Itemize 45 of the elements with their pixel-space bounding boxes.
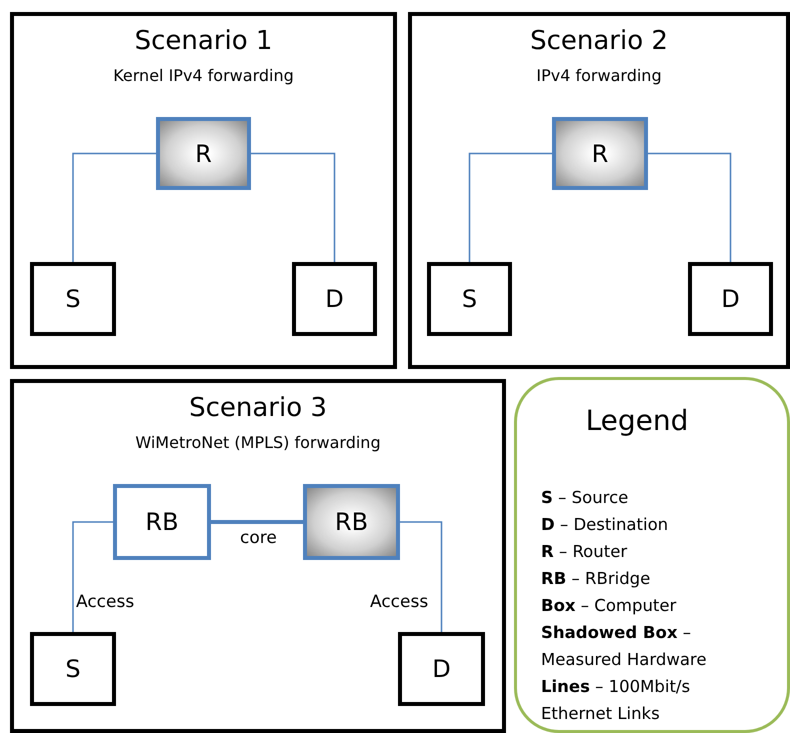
panel-title: Scenario 1 [134,26,272,56]
legend-entry: Shadowed Box – Measured Hardware [541,622,708,671]
node-label: R [592,140,608,168]
node-label: D [432,655,451,683]
node-label: S [65,285,81,313]
scenario-panel [408,12,790,369]
computer-box [30,632,116,706]
legend-entry: Box – Computer [541,595,678,617]
node-label: S [462,285,478,313]
link-line [211,520,303,524]
computer-box [427,262,512,336]
link-line [72,521,113,632]
node-label: RB [145,508,179,536]
link-line [400,521,442,632]
link-line [72,152,156,262]
legend-entry: RB – RBridge [541,568,652,590]
legend-entry: S – Source [541,487,630,509]
router-box [113,484,211,560]
node-label: D [721,285,740,313]
computer-box [292,262,377,336]
scenario-panel [10,379,506,733]
router-box [552,117,648,190]
node-label: RB [334,508,368,536]
panel-title: Scenario 3 [189,393,327,423]
panel-subtitle: IPv4 forwarding [536,66,662,85]
computer-box [30,262,116,336]
computer-box [688,262,773,336]
panel-subtitle: WiMetroNet (MPLS) forwarding [135,433,381,452]
legend-title: Legend [584,404,690,437]
link-line [251,152,336,262]
router-box [156,117,251,190]
node-label: R [195,140,212,168]
router-box [303,484,400,560]
link-line [648,152,732,262]
legend-entry: Lines – 100Mbit/s Ethernet Links [541,676,692,725]
legend-entry: D – Destination [541,514,670,536]
legend-entry: R – Router [541,541,628,563]
node-label: D [325,285,344,313]
legend-panel [514,377,790,733]
panel-subtitle: Kernel IPv4 forwarding [113,66,294,85]
panel-title: Scenario 2 [530,26,668,56]
scenario-panel [10,12,397,369]
link-line [468,152,552,262]
node-label: S [65,655,81,683]
computer-box [398,632,485,706]
